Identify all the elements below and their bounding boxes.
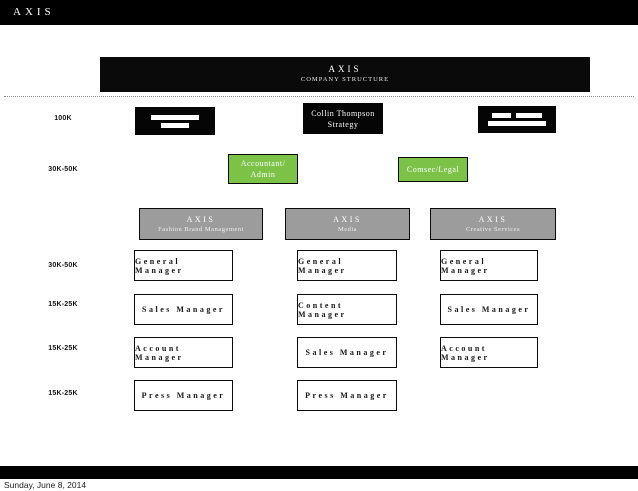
salary-label-100k: 100K <box>54 115 72 122</box>
manager-box: Sales Manager <box>297 337 397 368</box>
division-box-fashion-brand-management: AXIS Fashion Brand Management <box>139 208 263 240</box>
division-sub: Media <box>337 226 358 233</box>
exec-role: Strategy <box>327 119 359 129</box>
slide-date: Sunday, June 8, 2014 <box>4 480 87 490</box>
manager-box: Content Manager <box>297 294 397 325</box>
division-name: AXIS <box>478 215 508 224</box>
exec-box-right-redacted <box>478 106 556 133</box>
redacted-text-bar <box>488 121 546 126</box>
bottom-bar <box>0 466 638 479</box>
axis-logo: AXIS <box>13 6 55 18</box>
support-box-comsec-legal: Comsec/Legal <box>398 157 468 182</box>
salary-label-15-25k-b: 15K-25K <box>48 345 78 352</box>
manager-box: Sales Manager <box>440 294 538 325</box>
support-label: Comsec/Legal <box>406 165 460 174</box>
manager-box: Account Manager <box>134 337 233 368</box>
salary-label-15-25k-c: 15K-25K <box>48 390 78 397</box>
support-label-line1: Accountant/ <box>240 159 286 168</box>
salary-label-30-50k-a: 30K-50K <box>48 166 78 173</box>
exec-box-left-redacted <box>135 107 215 135</box>
division-box-media: AXIS Media <box>285 208 410 240</box>
title-company: AXIS <box>328 64 362 74</box>
dotted-divider <box>4 96 634 97</box>
manager-box: Sales Manager <box>134 294 233 325</box>
title-box: AXIS COMPANY STRUCTURE <box>100 57 590 92</box>
manager-box: Account Manager <box>440 337 538 368</box>
division-name: AXIS <box>186 215 216 224</box>
division-name: AXIS <box>333 215 362 224</box>
manager-box: General Manager <box>134 250 233 281</box>
top-logo-bar: AXIS <box>0 0 638 25</box>
redacted-text-bar <box>516 113 542 118</box>
title-subtitle: COMPANY STRUCTURE <box>300 76 390 83</box>
exec-name: Collin Thompson <box>311 108 375 118</box>
redacted-text-bar <box>161 122 189 128</box>
support-box-accountant-admin: Accountant/ Admin <box>228 154 298 184</box>
manager-box: Press Manager <box>134 380 233 411</box>
manager-box: Press Manager <box>297 380 397 411</box>
division-sub: Creative Services <box>465 226 521 233</box>
manager-box: General Manager <box>297 250 397 281</box>
redacted-text-bar <box>151 114 199 120</box>
exec-box-collin-thompson: Collin Thompson Strategy <box>303 103 383 134</box>
manager-box: General Manager <box>440 250 538 281</box>
redacted-text-bar <box>492 113 511 118</box>
support-label-line2: Admin <box>250 170 276 179</box>
division-box-creative-services: AXIS Creative Services <box>430 208 556 240</box>
division-sub: Fashion Brand Management <box>158 226 244 233</box>
salary-label-15-25k-a: 15K-25K <box>48 301 78 308</box>
salary-label-30-50k-b: 30K-50K <box>48 262 78 269</box>
